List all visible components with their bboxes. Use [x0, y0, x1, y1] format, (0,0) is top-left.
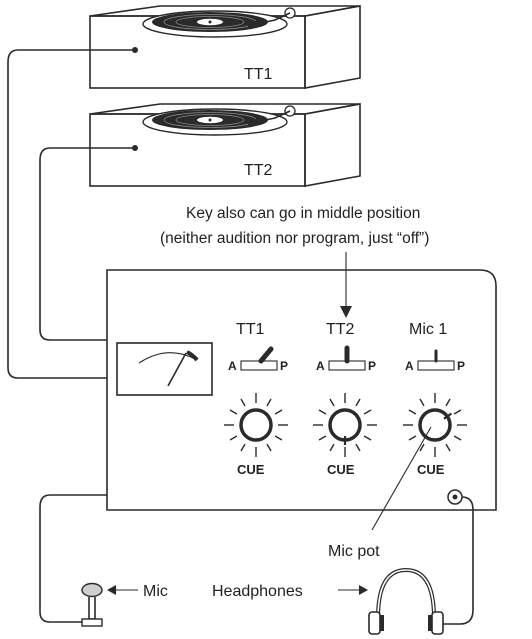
key-a-label: A: [316, 359, 325, 373]
tt2-record: [142, 108, 288, 136]
headphones-band: [376, 567, 436, 619]
headphones-band-inner: [377, 569, 435, 619]
tt1-jack: [132, 47, 138, 53]
headphones-left-cup: [368, 611, 381, 635]
tt2-box-side: [304, 103, 361, 187]
pot-tick: [266, 443, 272, 452]
mic-arrow-head: [107, 585, 116, 595]
tt2-label: TT2: [244, 162, 273, 179]
pot-tick: [240, 398, 246, 407]
mic-pot-pointer: [371, 426, 432, 531]
turntable-2: TT2: [89, 103, 361, 187]
headphones-left-pad: [380, 615, 384, 631]
pot-tick: [355, 398, 361, 407]
mic-pot-label: Mic pot: [328, 543, 380, 560]
pot-tick: [445, 398, 451, 407]
pot-knob: [328, 408, 362, 442]
pot-tick: [445, 443, 451, 452]
cue-label-tt1: CUE: [237, 462, 265, 477]
key-p-label: P: [280, 359, 288, 373]
headphones-label: Headphones: [212, 583, 303, 600]
key-switch-mic-1[interactable]: A P: [405, 349, 465, 373]
turntable-1: TT1: [89, 5, 361, 89]
annotation-arrow-head: [340, 306, 352, 318]
pot-tick: [453, 435, 462, 441]
key-a-label: A: [405, 359, 414, 373]
pot-tick: [318, 409, 327, 415]
pot-tick: [240, 443, 246, 452]
pot-tick: [274, 435, 283, 441]
channel-label-mic-1: Mic 1: [409, 321, 447, 338]
pot-knob: [418, 408, 452, 442]
headphone-jack[interactable]: [447, 489, 463, 505]
vu-meter: [116, 342, 213, 396]
channel-label-tt2: TT2: [326, 321, 355, 338]
mic-head: [81, 582, 103, 598]
cue-label-mic-1: CUE: [417, 462, 445, 477]
mic-stand: [88, 597, 96, 620]
pot-tick: [229, 409, 238, 415]
console-body: [106, 269, 497, 511]
mic-cable: [39, 494, 107, 623]
headphones-right-cup: [431, 611, 444, 635]
pot-tick: [329, 398, 335, 407]
channel-label-tt1: TT1: [236, 321, 265, 338]
key-a-label: A: [228, 359, 237, 373]
pot-tick: [355, 443, 361, 452]
pot-tick: [274, 409, 283, 415]
tt1-cable: [7, 49, 135, 379]
microphone: [81, 582, 103, 627]
vu-meter-red-zone: [186, 350, 199, 362]
pot-mic-1[interactable]: [403, 393, 467, 457]
tt1-label: TT1: [244, 66, 273, 83]
tt2-cable: [39, 147, 135, 341]
pot-tick: [453, 409, 462, 415]
headphones-right-pad: [428, 615, 432, 631]
pot-tick: [419, 443, 425, 452]
pot-indicator: [443, 412, 453, 420]
mic-base: [81, 618, 103, 627]
vu-meter-frame: [116, 342, 213, 396]
tt1-box-side: [304, 5, 361, 89]
pot-tick: [408, 435, 417, 441]
annotation-line-1: Key also can go in middle position: [186, 205, 420, 222]
pot-tick: [363, 435, 372, 441]
annotation-line-2: (neither audition nor program, just “off…: [160, 230, 429, 247]
key-switch-tt1[interactable]: A P: [228, 346, 288, 373]
cables: [7, 49, 474, 625]
pot-tick: [329, 443, 335, 452]
headphones-arrow-head: [359, 585, 368, 595]
tt2-jack: [132, 145, 138, 151]
tt2-tonearm: [248, 105, 296, 125]
pot-tick: [408, 409, 417, 415]
key-lever: [258, 346, 274, 364]
vu-meter-needle: [167, 352, 187, 387]
pot-knob: [239, 408, 273, 442]
key-p-label: P: [368, 359, 376, 373]
vu-meter-scale: [138, 352, 198, 364]
key-p-label: P: [457, 359, 465, 373]
pot-tick: [419, 398, 425, 407]
mic-label: Mic: [143, 583, 168, 600]
audio-console: TT1 TT2 Mic 1 A P A P A P CUE CUE CUE: [106, 269, 497, 511]
middle-position-annotation: Key also can go in middle position (neit…: [160, 205, 429, 318]
pot-tick: [318, 435, 327, 441]
pot-tt1[interactable]: [224, 393, 288, 457]
headphones: [368, 567, 444, 635]
tt1-tonearm: [248, 7, 296, 27]
cue-label-tt2: CUE: [327, 462, 355, 477]
pot-tick: [363, 409, 372, 415]
pot-tt2[interactable]: [313, 393, 377, 457]
key-switch-tt2[interactable]: A P: [316, 345, 376, 373]
pot-tick: [229, 435, 238, 441]
pot-tick: [266, 398, 272, 407]
tt1-record: [142, 10, 288, 38]
headphone-cable: [442, 496, 474, 625]
